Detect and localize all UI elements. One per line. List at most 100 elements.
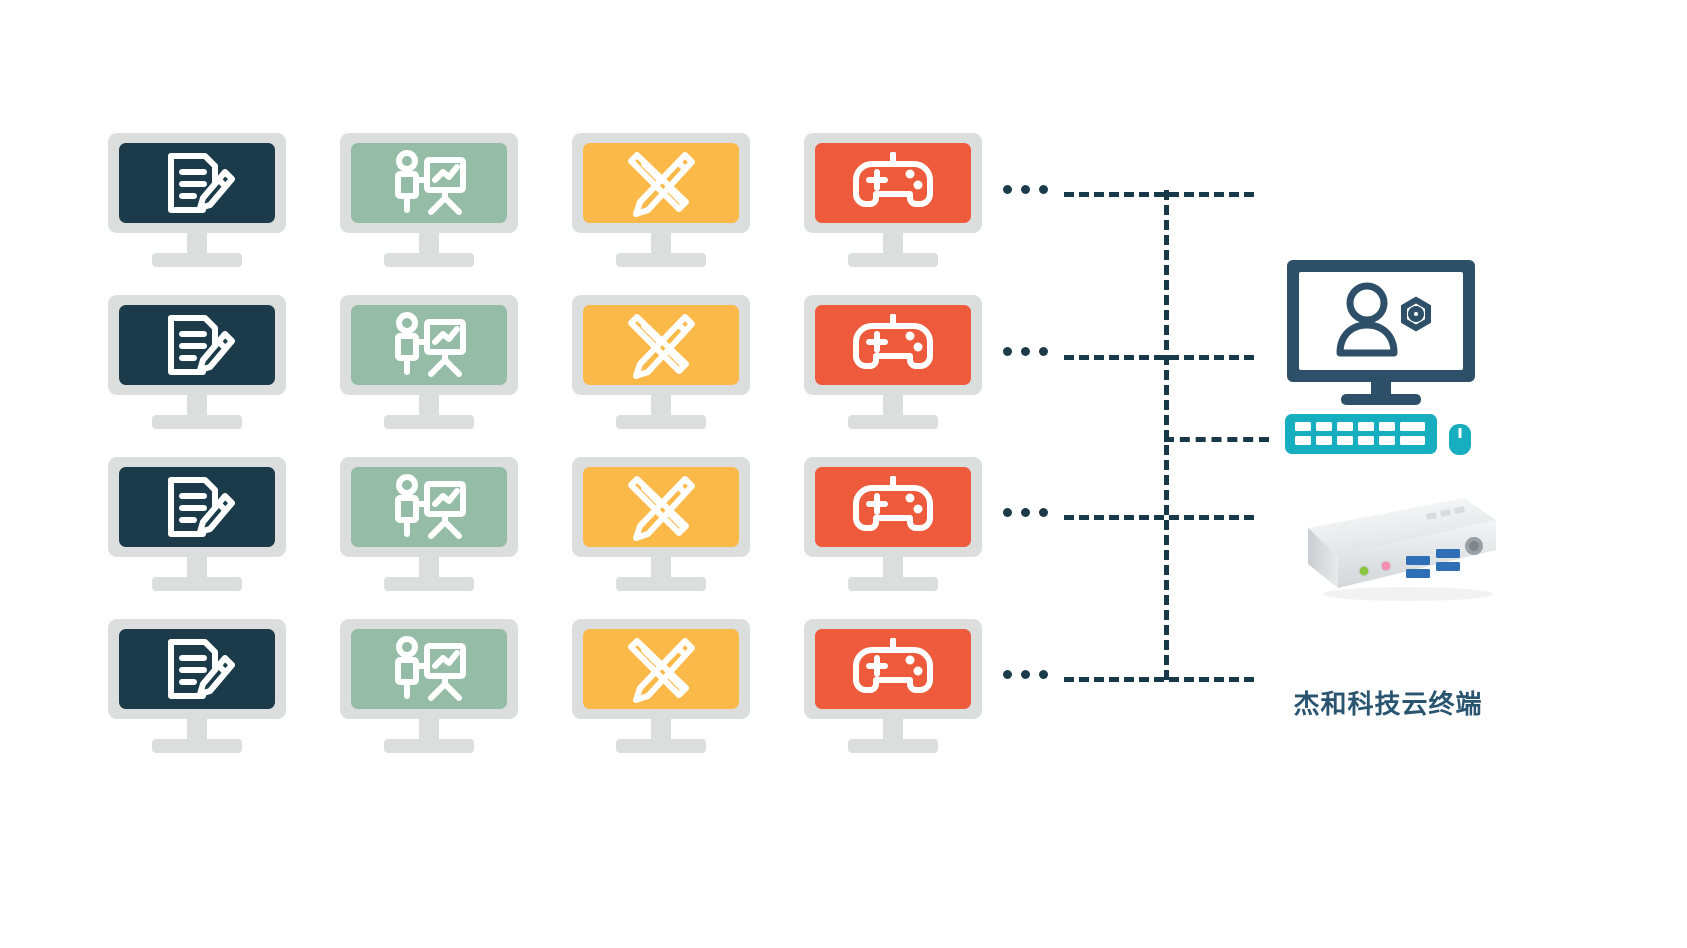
monitor-base: [384, 577, 474, 591]
keyboard-icon: [1285, 414, 1437, 454]
presentation-chart-icon: [389, 150, 469, 216]
server-uplink-line: [1164, 437, 1269, 442]
admin-workstation-graphic: [1285, 260, 1475, 455]
monitor-screen: [583, 143, 739, 223]
branch-line-row-3: [1064, 515, 1254, 520]
brand-emboss: [1426, 506, 1465, 520]
monitor-base: [616, 739, 706, 753]
pencil-ruler-icon: [625, 473, 697, 541]
monitor-neck: [883, 719, 903, 741]
monitor-base: [152, 253, 242, 267]
pencil-ruler-icon: [625, 311, 697, 379]
branch-line-row-2: [1064, 355, 1254, 360]
monitor-screen: [119, 143, 275, 223]
client-monitor-gaming-r4[interactable]: [804, 619, 982, 754]
monitor-screen: [351, 305, 507, 385]
ellipsis-dot: [1021, 185, 1030, 194]
admin-monitor-base: [1341, 394, 1421, 405]
mini-pc-graphic: [1308, 498, 1496, 601]
document-edit-icon: [159, 636, 235, 702]
ellipsis-dot: [1003, 347, 1012, 356]
usb-port-4: [1436, 562, 1460, 571]
monitor-base: [848, 577, 938, 591]
client-monitor-office-r1[interactable]: [108, 133, 286, 268]
ellipsis-dot: [1021, 347, 1030, 356]
mouse-cable: [1434, 405, 1462, 427]
usb-port-2: [1406, 569, 1430, 578]
monitor-screen: [583, 467, 739, 547]
monitor-neck: [419, 395, 439, 417]
client-monitor-gaming-r2[interactable]: [804, 295, 982, 430]
monitor-screen: [815, 629, 971, 709]
monitor-base: [848, 415, 938, 429]
monitor-base: [384, 253, 474, 267]
monitor-neck: [651, 233, 671, 255]
client-monitor-training-r1[interactable]: [340, 133, 518, 268]
client-monitor-design-r2[interactable]: [572, 295, 750, 430]
monitor-screen: [583, 305, 739, 385]
client-monitor-design-r1[interactable]: [572, 133, 750, 268]
monitor-screen: [583, 629, 739, 709]
server-caption: 杰和科技云终端: [1293, 690, 1483, 720]
monitor-neck: [419, 233, 439, 255]
branch-line-row-4: [1064, 677, 1254, 682]
monitor-base: [152, 739, 242, 753]
game-controller-icon: [852, 152, 934, 214]
client-monitor-design-r3[interactable]: [572, 457, 750, 592]
client-monitor-gaming-r1[interactable]: [804, 133, 982, 268]
monitor-screen: [119, 467, 275, 547]
device-shadow: [1322, 587, 1494, 601]
ellipsis-dot: [1021, 508, 1030, 517]
client-monitor-training-r4[interactable]: [340, 619, 518, 754]
branch-line-row-1: [1064, 192, 1254, 197]
front-port-cluster: [1358, 537, 1483, 578]
keyboard-keys: [1295, 422, 1425, 445]
client-monitor-office-r2[interactable]: [108, 295, 286, 430]
monitor-neck: [187, 719, 207, 741]
mini-pc-left-side: [1308, 528, 1338, 588]
monitor-screen: [351, 629, 507, 709]
document-edit-icon: [159, 312, 235, 378]
monitor-base: [616, 253, 706, 267]
gear-icon: [1401, 296, 1431, 332]
pencil-ruler-icon: [625, 149, 697, 217]
usb-port-3: [1436, 549, 1460, 558]
monitor-base: [152, 577, 242, 591]
mouse-icon: [1449, 424, 1471, 455]
client-monitor-training-r3[interactable]: [340, 457, 518, 592]
row-ellipsis-2: [1003, 347, 1048, 356]
client-monitor-gaming-r3[interactable]: [804, 457, 982, 592]
client-monitor-training-r2[interactable]: [340, 295, 518, 430]
mini-pc-front: [1338, 520, 1496, 588]
monitor-neck: [187, 557, 207, 579]
monitor-screen: [815, 305, 971, 385]
monitor-neck: [883, 233, 903, 255]
microphone-jack: [1380, 560, 1392, 572]
monitor-base: [616, 415, 706, 429]
monitor-base: [848, 253, 938, 267]
presentation-chart-icon: [389, 474, 469, 540]
row-ellipsis-4: [1003, 670, 1048, 679]
admin-workstation: [1283, 258, 1479, 458]
ellipsis-dot: [1003, 185, 1012, 194]
monitor-base: [616, 577, 706, 591]
mini-pc-device: [1268, 494, 1498, 629]
ellipsis-dot: [1039, 670, 1048, 679]
monitor-neck: [651, 395, 671, 417]
monitor-neck: [419, 557, 439, 579]
monitor-screen: [815, 143, 971, 223]
presentation-chart-icon: [389, 312, 469, 378]
client-monitor-design-r4[interactable]: [572, 619, 750, 754]
document-edit-icon: [159, 150, 235, 216]
mini-pc-top: [1308, 498, 1496, 556]
monitor-neck: [883, 557, 903, 579]
client-monitor-office-r3[interactable]: [108, 457, 286, 592]
client-monitor-office-r4[interactable]: [108, 619, 286, 754]
monitor-base: [384, 415, 474, 429]
game-controller-icon: [852, 638, 934, 700]
monitor-base: [848, 739, 938, 753]
monitor-base: [384, 739, 474, 753]
usb-port-1: [1406, 556, 1430, 565]
row-ellipsis-1: [1003, 185, 1048, 194]
